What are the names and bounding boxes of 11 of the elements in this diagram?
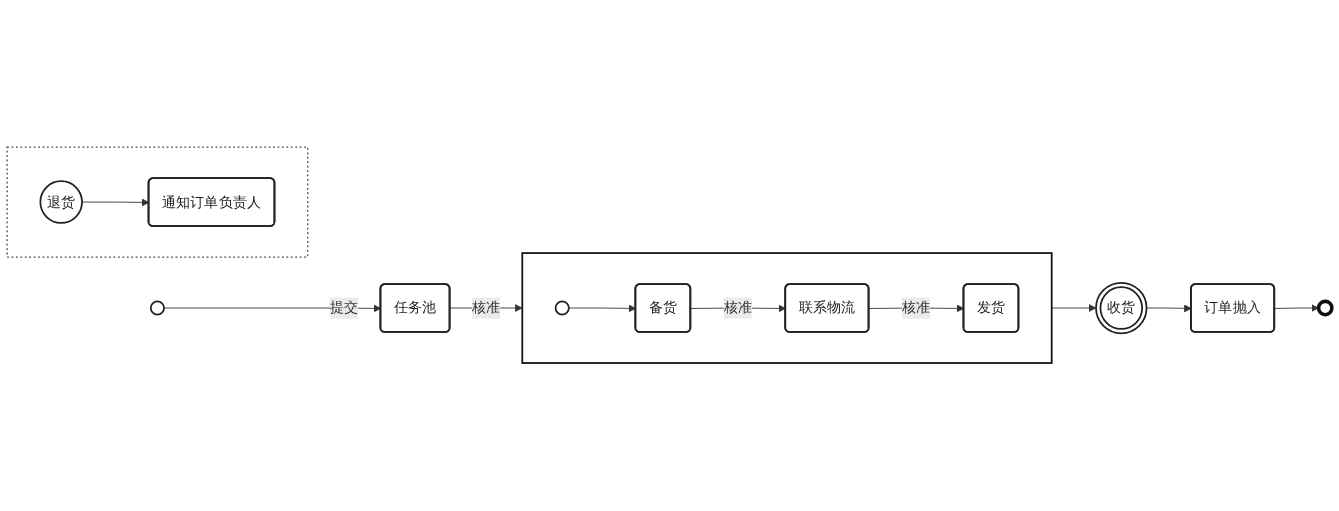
node-circle <box>554 300 570 316</box>
node-circle: 收货 <box>1095 282 1148 335</box>
node-circle: 退货 <box>39 180 83 225</box>
edge-label: 提交 <box>329 299 359 317</box>
edge-label: 核准 <box>471 299 501 317</box>
edge-label: 核准 <box>901 299 931 317</box>
edge-label: 核准 <box>723 299 752 317</box>
cluster <box>6 146 309 259</box>
node-circle <box>149 300 165 316</box>
node-circle <box>1316 300 1334 317</box>
cluster <box>521 252 1053 365</box>
